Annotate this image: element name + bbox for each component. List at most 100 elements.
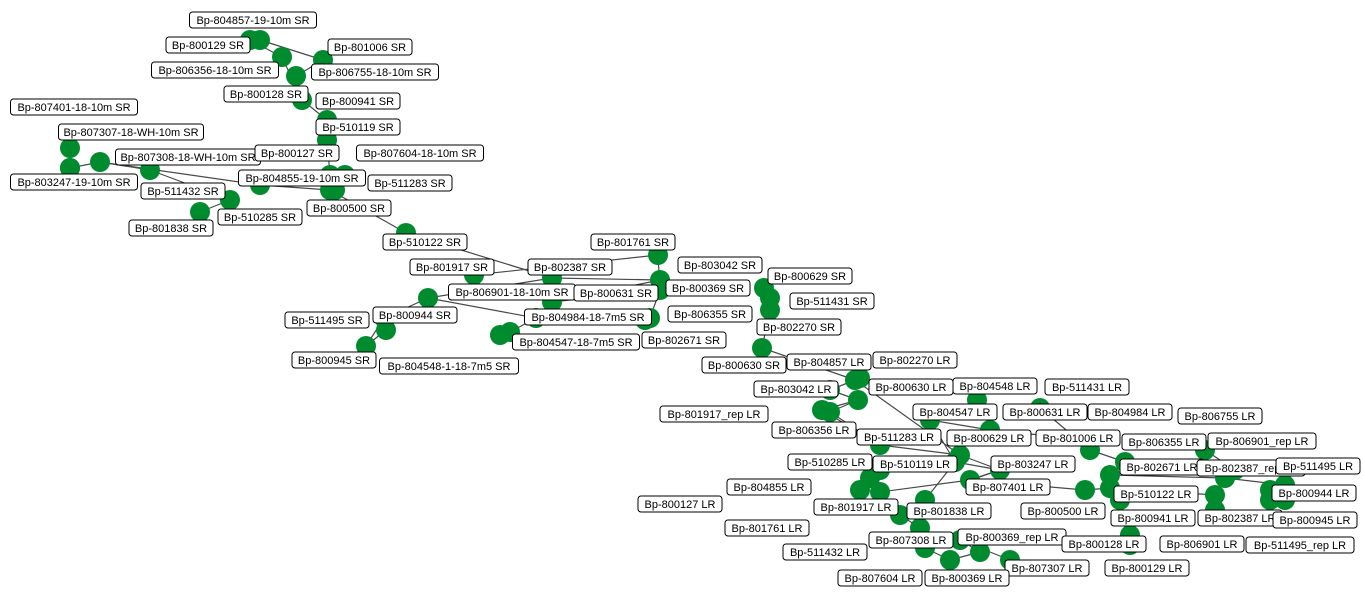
node-label-text: Bp-800631 LR [1010, 407, 1081, 419]
node-label: Bp-806355 SR [667, 305, 753, 323]
graph-node[interactable] [760, 300, 780, 320]
node-label-text: Bp-511283 LR [864, 432, 934, 444]
node-label-text: Bp-804857-19-10m SR [196, 15, 309, 27]
node-label: Bp-800630 LR [868, 378, 954, 396]
node-label-text: Bp-807307 LR [1012, 563, 1083, 575]
node-label-text: Bp-804855 LR [734, 482, 805, 494]
node-label-text: Bp-801006 LR [1043, 433, 1114, 445]
node-label: Bp-806755-18-10m SR [311, 63, 439, 81]
node-label: Bp-511431 SR [789, 292, 875, 310]
graph-node[interactable] [286, 66, 306, 86]
node-label-text: Bp-510122 LR [1121, 489, 1192, 501]
node-label-text: Bp-511495 SR [291, 315, 362, 327]
graph-node[interactable] [418, 288, 438, 308]
node-label: Bp-801917 LR [813, 498, 899, 516]
graph-node[interactable] [1205, 485, 1225, 505]
node-label-text: Bp-800369 SR [672, 283, 744, 295]
node-label: Bp-804547-18-7m5 SR [512, 333, 640, 351]
node-label-text: Bp-802387 LR [1205, 513, 1276, 525]
node-label-text: Bp-806355 SR [674, 309, 746, 321]
node-label: Bp-804855-19-10m SR [238, 169, 366, 187]
node-label: Bp-800369_rep LR [957, 528, 1067, 546]
node-label-text: Bp-510122 SR [389, 237, 461, 249]
node-label-text: Bp-510119 LR [880, 459, 950, 471]
node-label: Bp-511283 LR [856, 428, 942, 446]
node-label: Bp-800945 LR [1272, 511, 1358, 529]
graph-node[interactable] [356, 336, 376, 356]
graph-node[interactable] [848, 390, 868, 410]
graph-edge [551, 277, 661, 281]
node-label-text: Bp-804547 LR [920, 407, 991, 419]
graph-labels: Bp-804857-19-10m SR Bp-800129 SR Bp-801006… [10, 11, 1361, 587]
node-label: Bp-800944 LR [1271, 484, 1357, 502]
node-label-text: Bp-806356-18-10m SR [158, 65, 271, 77]
node-label: Bp-801838 LR [906, 502, 992, 520]
node-label-text: Bp-511495_rep LR [1254, 540, 1346, 552]
graph-node[interactable] [90, 152, 110, 172]
graph-node[interactable] [850, 368, 870, 388]
graph-edge [879, 444, 961, 456]
graph-node[interactable] [490, 325, 510, 345]
node-label-text: Bp-807307-18-WH-10m SR [63, 127, 198, 139]
node-label: Bp-511495_rep LR [1245, 536, 1355, 554]
node-label-text: Bp-804548 LR [960, 381, 1031, 393]
node-label-text: Bp-804984-18-7m5 SR [531, 312, 644, 324]
node-label-text: Bp-801006 SR [334, 42, 406, 54]
node-label-text: Bp-801917_rep LR [668, 409, 761, 421]
node-label: Bp-802387 SR [527, 258, 613, 276]
node-label: Bp-800631 LR [1002, 403, 1088, 421]
node-label-text: Bp-802387 SR [534, 262, 606, 274]
node-label-text: Bp-802671 SR [648, 335, 720, 347]
node-label: Bp-800941 SR [315, 92, 401, 110]
node-label-text: Bp-800127 LR [645, 499, 716, 511]
node-label: Bp-510119 SR [315, 118, 401, 136]
node-label-text: Bp-511283 SR [374, 178, 445, 190]
graph-node[interactable] [870, 482, 890, 502]
graph-node[interactable] [820, 402, 840, 422]
node-label-text: Bp-802387_rep LR [1205, 463, 1298, 475]
node-label: Bp-806356 LR [771, 421, 857, 439]
node-label-text: Bp-800630 LR [876, 382, 947, 394]
node-label: Bp-801838 SR [128, 219, 214, 237]
node-label-text: Bp-807401-18-10m SR [17, 102, 130, 114]
node-label-text: Bp-800629 LR [954, 433, 1025, 445]
node-label: Bp-804857 LR [786, 353, 872, 371]
node-label-text: Bp-511432 SR [147, 186, 218, 198]
node-label: Bp-800127 LR [637, 495, 723, 513]
node-label: Bp-510285 LR [787, 453, 873, 471]
graph-node[interactable] [752, 338, 772, 358]
node-label-text: Bp-800630 SR [708, 360, 780, 372]
node-label-text: Bp-804547-18-7m5 SR [519, 337, 632, 349]
node-label: Bp-800129 SR [165, 36, 251, 54]
node-label: Bp-800369 LR [924, 569, 1010, 587]
graph-node[interactable] [970, 542, 990, 562]
graph-node[interactable] [1075, 480, 1095, 500]
node-label-text: Bp-806355 LR [1129, 437, 1200, 449]
node-label: Bp-804855 LR [726, 478, 812, 496]
node-label: Bp-807604 LR [837, 569, 923, 587]
node-label-text: Bp-804548-1-18-7m5 SR [388, 361, 511, 373]
node-label-text: Bp-801761 SR [597, 237, 669, 249]
node-label: Bp-807604-18-10m SR [356, 144, 484, 162]
node-label: Bp-800629 LR [946, 429, 1032, 447]
graph-node[interactable] [60, 158, 80, 178]
node-label-text: Bp-511432 LR [790, 547, 860, 559]
graph-node[interactable] [850, 480, 870, 500]
node-label: Bp-804984-18-7m5 SR [524, 308, 652, 326]
node-label: Bp-803042 LR [753, 380, 839, 398]
node-label-text: Bp-800631 SR [580, 288, 652, 300]
node-label: Bp-511495 LR [1275, 457, 1361, 475]
graph-edge [427, 297, 537, 319]
graph-node[interactable] [60, 138, 80, 158]
graph-node[interactable] [940, 550, 960, 570]
node-label: Bp-807308-18-WH-10m SR [115, 148, 261, 166]
node-label-text: Bp-510119 SR [322, 122, 393, 134]
graph-node[interactable] [190, 202, 210, 222]
node-label: Bp-806356-18-10m SR [151, 61, 279, 79]
node-label-text: Bp-800945 SR [298, 355, 370, 367]
node-label-text: Bp-800369_rep LR [966, 532, 1059, 544]
node-label-text: Bp-807604-18-10m SR [363, 148, 476, 160]
node-label-text: Bp-800369 LR [932, 573, 1003, 585]
node-label-text: Bp-800127 SR [261, 148, 333, 160]
